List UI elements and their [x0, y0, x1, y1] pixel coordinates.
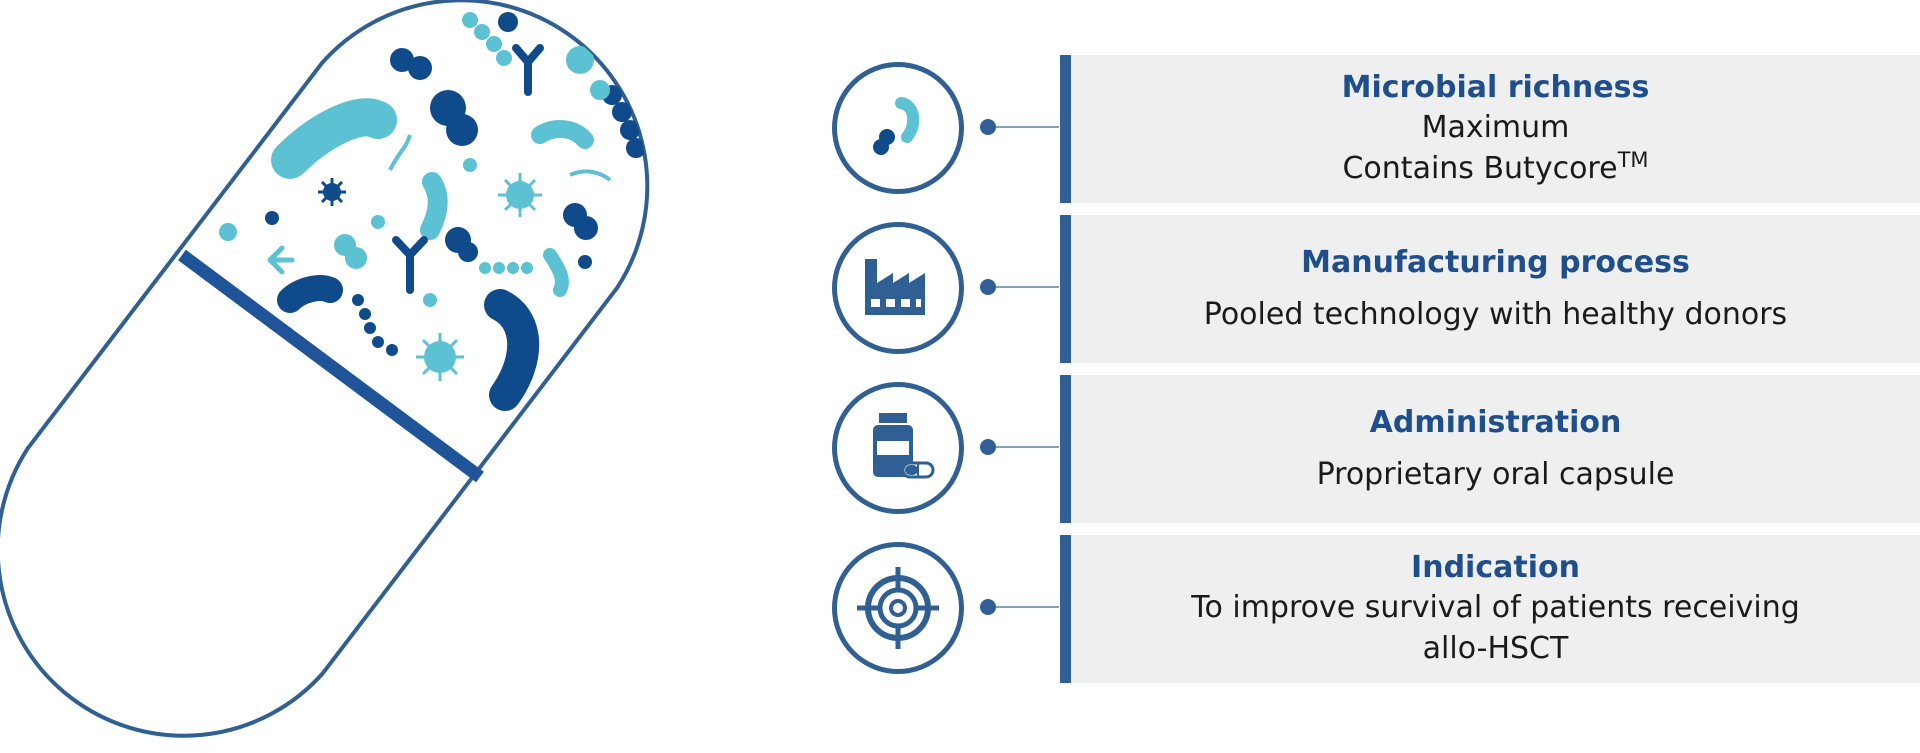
feature-panel: Administration Proprietary oral capsule [1060, 375, 1920, 523]
bacteria-cluster [219, 12, 646, 411]
feature-row-indication: Indication To improve survival of patien… [820, 535, 1920, 685]
feature-value: Maximum [1421, 110, 1570, 145]
feature-title: Indication [1411, 550, 1580, 585]
connector-dot [980, 599, 996, 615]
target-icon [832, 542, 964, 674]
feature-title: Administration [1369, 404, 1622, 440]
feature-panel: Manufacturing process Pooled technology … [1060, 215, 1920, 363]
medicine-bottle-icon [832, 382, 964, 514]
factory-icon [832, 222, 964, 354]
feature-panel: Indication To improve survival of patien… [1060, 535, 1920, 683]
connector-line [987, 286, 1059, 288]
capsule-illustration [0, 0, 650, 738]
connector-dot [980, 439, 996, 455]
trademark-superscript: TM [1617, 148, 1649, 172]
connector-line [987, 606, 1059, 608]
feature-value: Proprietary oral capsule [1316, 456, 1675, 492]
feature-panel: Microbial richness Maximum Contains Buty… [1060, 55, 1920, 203]
connector-line [987, 446, 1059, 448]
connector-dot [980, 119, 996, 135]
feature-value: Pooled technology with healthy donors [1203, 296, 1788, 332]
feature-value: allo-HSCT [1422, 631, 1569, 666]
feature-title: Manufacturing process [1301, 244, 1690, 280]
capsule-divider-band [178, 249, 484, 483]
bacteria-icon [832, 62, 964, 194]
feature-row-administration: Administration Proprietary oral capsule [820, 375, 1920, 525]
connector-dot [980, 279, 996, 295]
connector-line [987, 126, 1059, 128]
feature-row-microbial-richness: Microbial richness Maximum Contains Buty… [820, 55, 1920, 205]
feature-row-manufacturing-process: Manufacturing process Pooled technology … [820, 215, 1920, 365]
feature-value: Contains ButycoreTM [1342, 148, 1649, 187]
feature-value: To improve survival of patients receivin… [1191, 590, 1800, 625]
feature-title: Microbial richness [1341, 70, 1650, 105]
